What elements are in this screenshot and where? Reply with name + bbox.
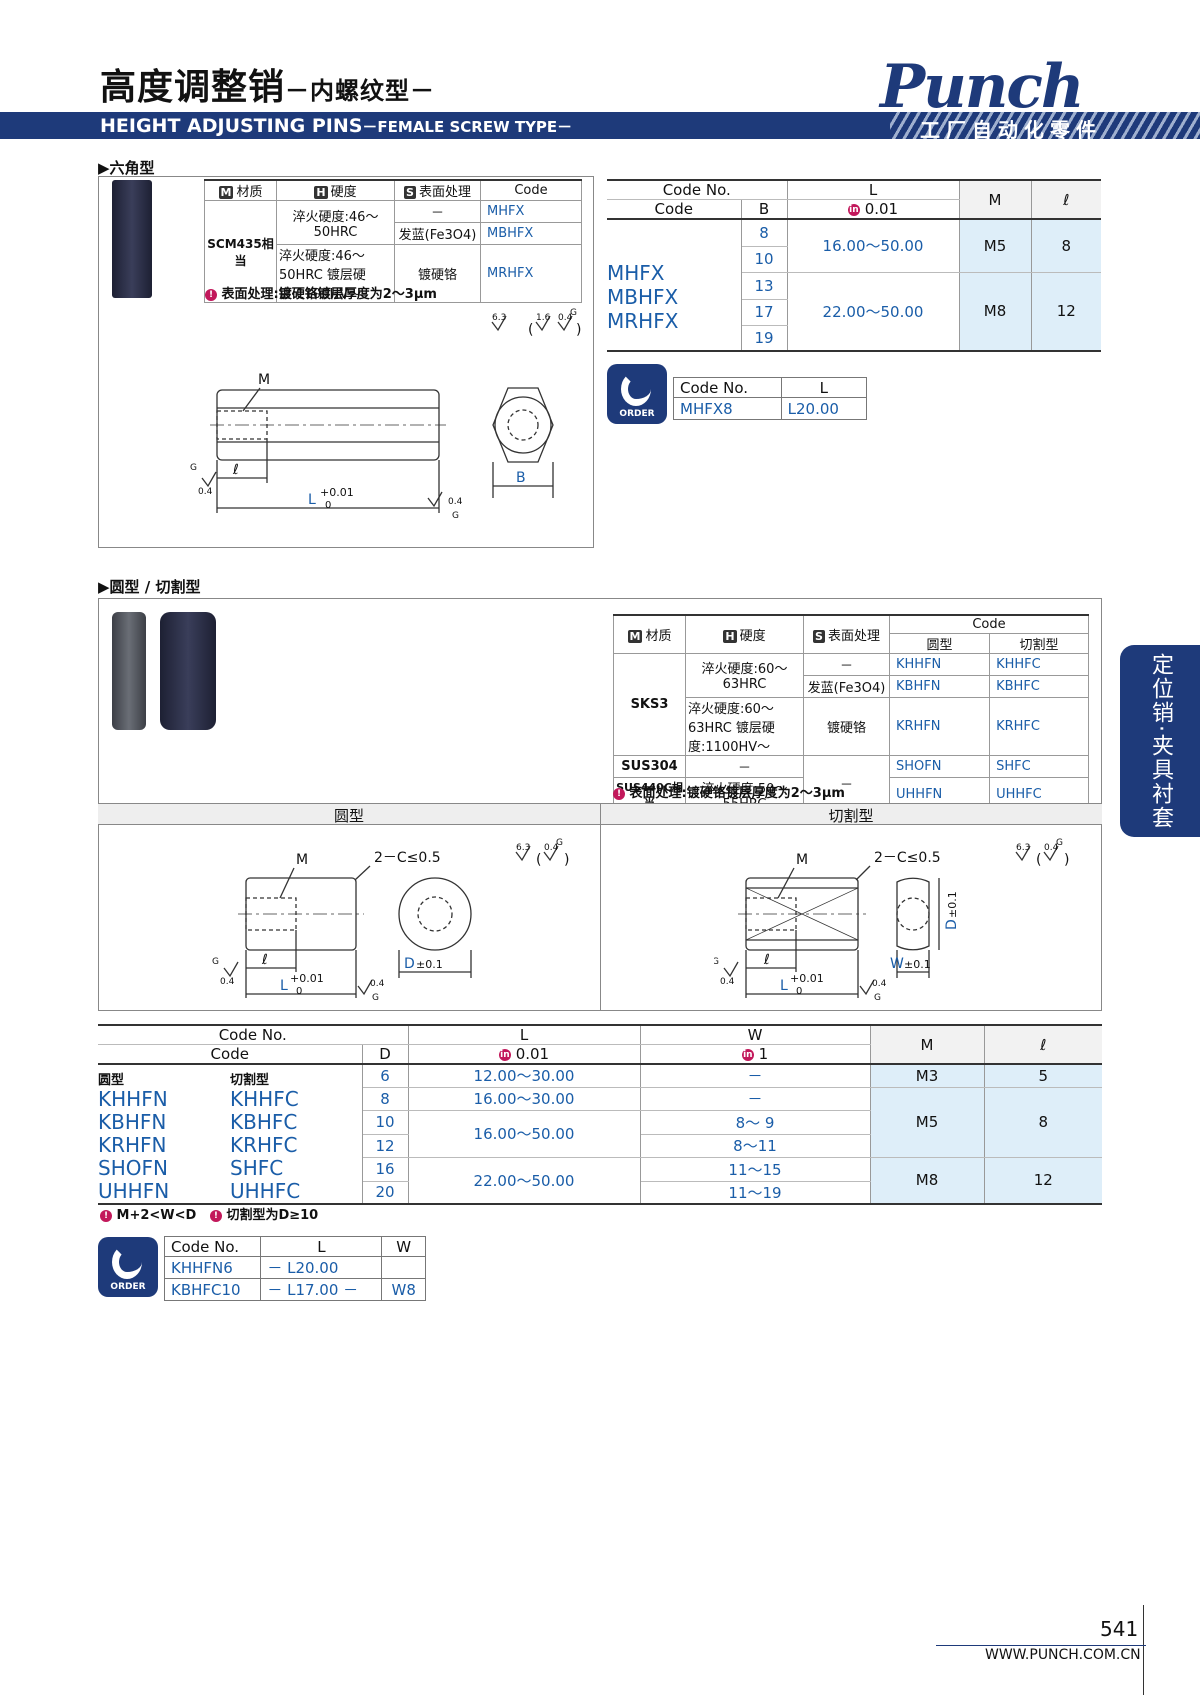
footer-rule — [1143, 1605, 1144, 1695]
svg-text:): ) — [576, 322, 581, 338]
section-title-round: ▶圆型 / 切割型 — [98, 578, 201, 596]
cut-drawing: M 2－C≤0.5 ℓ L +0.01 0 W ±0.1 D ±0.1 G 0.… — [714, 838, 1069, 1003]
code-mhfx: MHFX — [480, 200, 582, 223]
svg-text:M: M — [796, 852, 808, 868]
tolerance-icon: in — [847, 203, 860, 216]
svg-text:G: G — [452, 511, 459, 518]
hex-box — [98, 176, 594, 548]
page-title: 高度调整销－内螺纹型－ — [100, 67, 436, 108]
dim-b: B — [516, 470, 526, 486]
svg-text:±0.1: ±0.1 — [416, 958, 443, 971]
svg-text:ℓ: ℓ — [261, 952, 268, 968]
info-icon: ! — [613, 787, 625, 800]
round-note: ! 表面处理:镀硬铬镀层厚度为2～3μm — [613, 782, 845, 801]
hex-spec-table: Code No. L M ℓ Code B in 0.01 MHFX MBHFX… — [607, 179, 1101, 352]
drawing-title-round: 圆型 — [333, 807, 364, 825]
svg-text:G: G — [714, 957, 719, 967]
round-drawing: M 2－C≤0.5 ℓ L +0.01 0 D ±0.1 G 0.4 0.4 G… — [212, 838, 569, 1003]
footer-url[interactable]: WWW.PUNCH.COM.CN — [985, 1647, 1141, 1663]
svg-text:0.4: 0.4 — [544, 843, 559, 853]
info-icon: ! — [205, 288, 217, 301]
svg-text:±0.1: ±0.1 — [946, 891, 959, 918]
svg-text:ℓ: ℓ — [763, 952, 770, 968]
svg-text:0.4: 0.4 — [198, 487, 213, 497]
hex-note: ! 表面处理:镀硬铬镀层厚度为2～3μm — [205, 283, 437, 302]
dim-l: L — [308, 492, 316, 508]
page-title-en: HEIGHT ADJUSTING PINS－FEMALE SCREW TYPE－ — [100, 115, 573, 137]
svg-text:2－C≤0.5: 2－C≤0.5 — [874, 850, 941, 866]
spec-code-mhfx: MHFX — [607, 261, 665, 285]
svg-text:): ) — [564, 852, 569, 868]
svg-text:D: D — [944, 919, 960, 930]
drawing-title-cut: 切割型 — [828, 807, 874, 825]
svg-text:M: M — [296, 852, 308, 868]
svg-text:+0.01: +0.01 — [290, 972, 324, 985]
order-icon: ORDER — [98, 1237, 158, 1297]
svg-text:0.4: 0.4 — [1044, 843, 1059, 853]
svg-text:6.3: 6.3 — [516, 843, 530, 853]
info-icon: ! — [209, 1209, 222, 1222]
svg-text:+0.01: +0.01 — [790, 972, 824, 985]
dim-ell: ℓ — [232, 462, 239, 478]
svg-text:(: ( — [536, 852, 541, 868]
code-mrhfx: MRHFX — [480, 244, 582, 303]
tolerance-icon: in — [741, 1048, 754, 1061]
round-spec-table: Code No. L W M ℓ Code D in 0.01 in 1 圆型切… — [98, 1024, 1102, 1205]
brand-logo: Punch — [880, 52, 1085, 122]
spec-code-mrhfx: MRHFX — [607, 309, 679, 333]
svg-text:G: G — [556, 838, 563, 848]
svg-text:0: 0 — [325, 500, 331, 511]
svg-text:G: G — [372, 993, 379, 1003]
header-bar-stripes — [890, 112, 1200, 139]
svg-text:0.4: 0.4 — [448, 497, 463, 507]
svg-text:G: G — [1056, 838, 1063, 848]
svg-text:6.3: 6.3 — [492, 313, 506, 323]
order-icon: ORDER — [607, 364, 667, 424]
svg-text:L: L — [280, 978, 288, 994]
svg-text:0.4: 0.4 — [872, 979, 887, 989]
svg-text:+0.01: +0.01 — [320, 486, 354, 499]
svg-text:L: L — [780, 978, 788, 994]
round-spec-notes: ! M+2<W<D ! 切割型为D≥10 — [100, 1204, 318, 1223]
svg-text:0: 0 — [296, 986, 302, 997]
dim-m: M — [258, 372, 270, 388]
brand-subtitle: 工厂自动化零件 — [920, 118, 1102, 142]
svg-text:G: G — [570, 308, 577, 318]
footer-line — [936, 1645, 1146, 1646]
svg-text:2－C≤0.5: 2－C≤0.5 — [374, 850, 441, 866]
hex-pin-photo — [112, 180, 152, 298]
svg-text:0.4: 0.4 — [558, 313, 573, 323]
svg-text:6.3: 6.3 — [1016, 843, 1030, 853]
svg-text:G: G — [190, 463, 197, 473]
info-icon: ! — [100, 1209, 112, 1222]
svg-text:0.4: 0.4 — [220, 977, 235, 987]
spec-code-mbhfx: MBHFX — [607, 285, 679, 309]
svg-text:(: ( — [1036, 852, 1041, 868]
svg-text:G: G — [212, 957, 219, 967]
svg-text:0: 0 — [796, 986, 802, 997]
svg-text:±0.1: ±0.1 — [904, 958, 931, 971]
svg-text:0.4: 0.4 — [370, 979, 385, 989]
page-number: 541 — [1100, 1617, 1139, 1641]
cut-pin-photo — [160, 612, 216, 730]
svg-text:1.6: 1.6 — [536, 313, 551, 323]
svg-text:): ) — [1064, 852, 1069, 868]
drawing-divider — [600, 803, 601, 1011]
svg-text:0.4: 0.4 — [720, 977, 735, 987]
round-pin-photo — [112, 612, 146, 730]
side-tab[interactable]: 定位销·夹具衬套 — [1120, 645, 1200, 837]
section-title-hex: ▶六角型 — [98, 159, 155, 177]
svg-text:(: ( — [528, 322, 533, 338]
svg-text:D: D — [404, 956, 415, 972]
svg-text:G: G — [874, 993, 881, 1003]
code-mbhfx: MBHFX — [480, 222, 582, 245]
svg-text:W: W — [890, 956, 904, 972]
tolerance-icon: in — [498, 1048, 511, 1061]
hex-drawing: M ℓ L +0.01 0 B G 0.4 0.4 G 6.3 ( 1.6 0.… — [190, 308, 581, 518]
